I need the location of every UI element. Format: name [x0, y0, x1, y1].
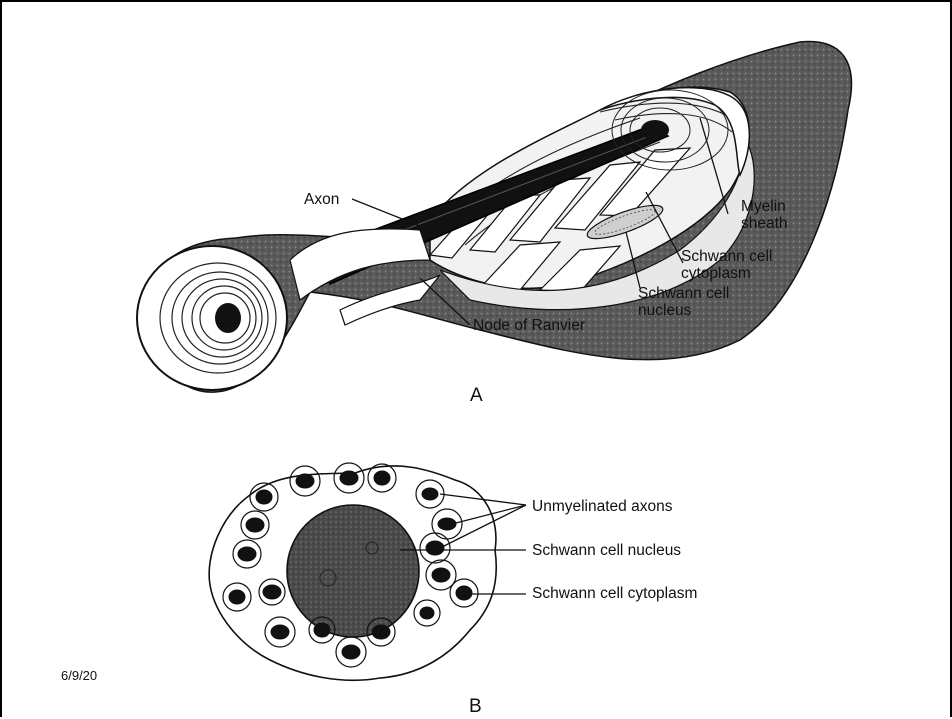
label-node-of-ranvier: Node of Ranvier	[473, 317, 585, 334]
label-schwann-cytoplasm-line2: cytoplasm	[681, 265, 772, 282]
label-schwann-cytoplasm-line1: Schwann cell	[681, 248, 772, 265]
label-schwann-nucleus-a: Schwann cell nucleus	[638, 285, 729, 319]
panel-letter-b: B	[469, 696, 482, 718]
unmyelinated-fibers-diagram	[209, 463, 526, 680]
slide-date: 6/9/20	[61, 668, 97, 683]
label-myelin-sheath: Myelin sheath	[741, 198, 788, 232]
label-schwann-cell-nucleus-b: Schwann cell nucleus	[532, 542, 681, 559]
label-axon: Axon	[304, 191, 339, 208]
label-schwann-nucleus-line2: nucleus	[638, 302, 729, 319]
axon-cross-section	[215, 303, 241, 333]
label-schwann-cell-cytoplasm-b: Schwann cell cytoplasm	[532, 585, 697, 602]
panel-letter-a: A	[470, 385, 483, 407]
label-myelin-line1: Myelin	[741, 198, 788, 215]
schwann-nucleus-b	[287, 505, 419, 637]
label-unmyelinated-axons: Unmyelinated axons	[532, 498, 672, 515]
label-myelin-line2: sheath	[741, 215, 788, 232]
label-schwann-cytoplasm-a: Schwann cell cytoplasm	[681, 248, 772, 282]
label-schwann-nucleus-line1: Schwann cell	[638, 285, 729, 302]
